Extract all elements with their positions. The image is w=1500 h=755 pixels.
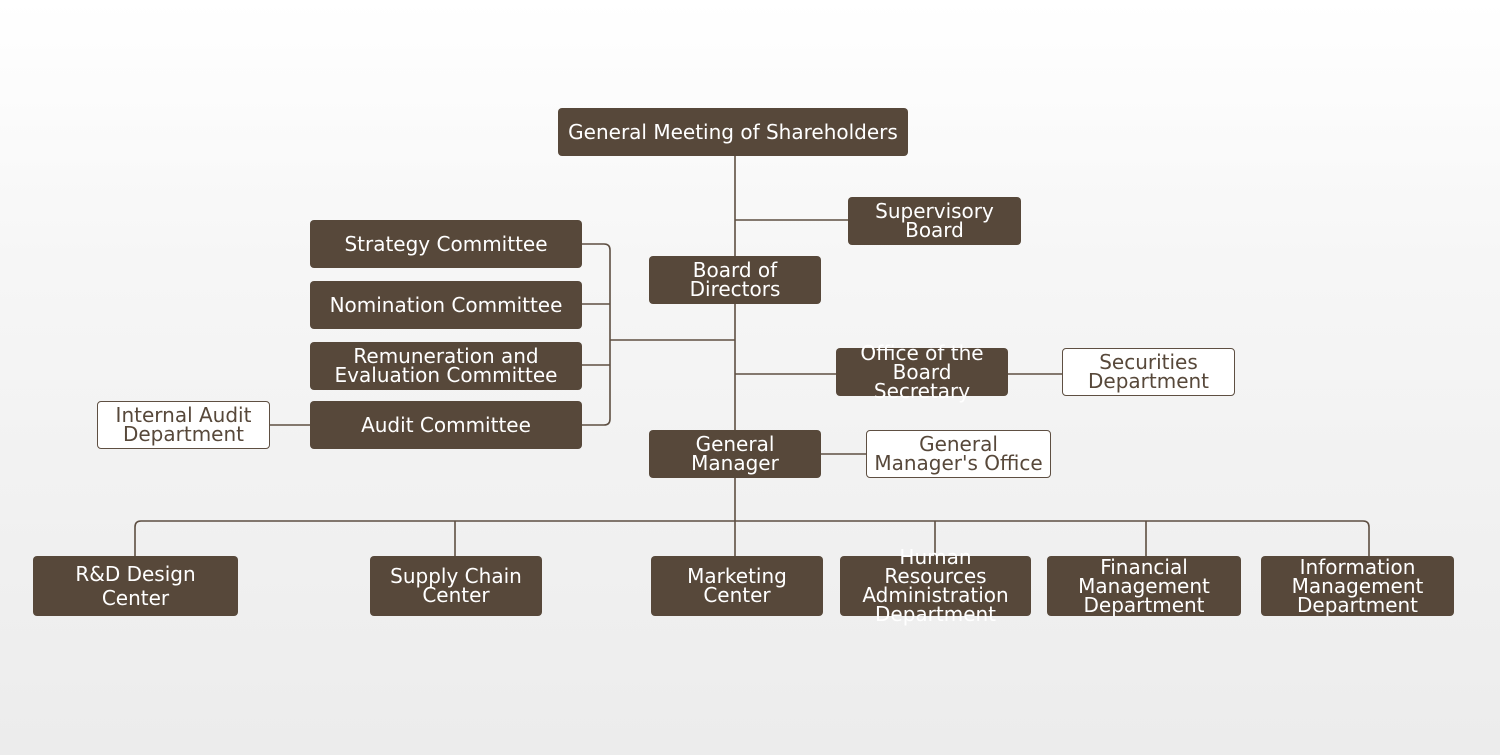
audit-committee-box: Audit Committee bbox=[310, 401, 582, 449]
rd-design-center-box: R&D Design Center bbox=[33, 556, 238, 616]
department-bus bbox=[134, 520, 1370, 556]
shareholders-meeting-box: General Meeting of Shareholders bbox=[558, 108, 908, 156]
committees-bracket bbox=[582, 243, 611, 426]
strategy-committee-box: Strategy Committee bbox=[310, 220, 582, 268]
nomination-committee-box: Nomination Committee bbox=[310, 281, 582, 329]
